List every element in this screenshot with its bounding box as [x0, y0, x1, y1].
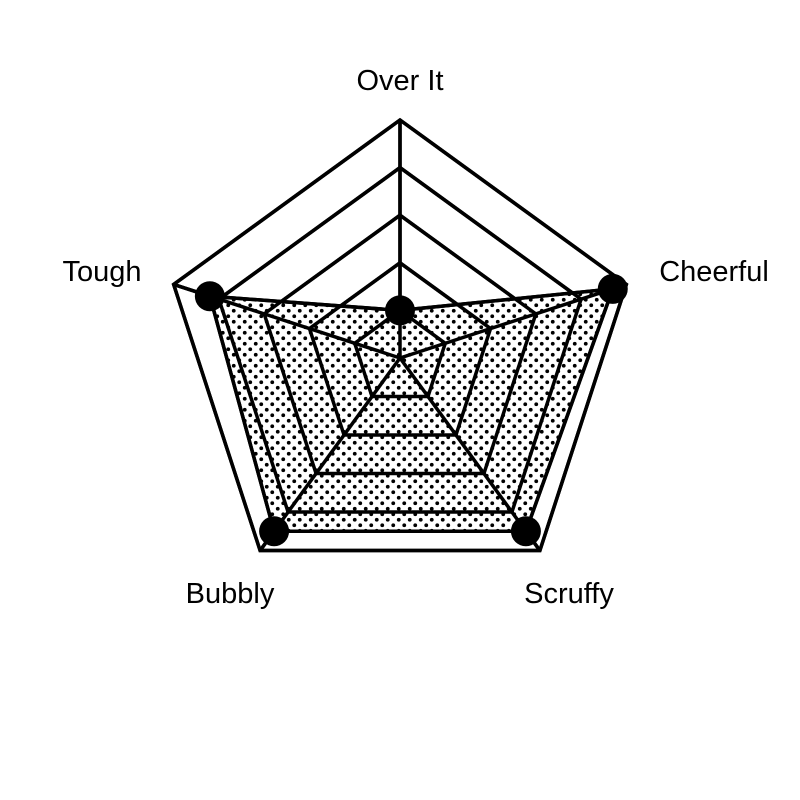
data-point-cheerful: [597, 273, 628, 304]
data-point-scruffy: [510, 516, 541, 547]
data-point-bubbly: [259, 516, 290, 547]
axis-label-cheerful: Cheerful: [659, 256, 769, 288]
grid-ring-overlay-4: [216, 165, 584, 514]
spoke-overlay-cheerful: [399, 282, 627, 360]
grid-ring-overlay-2: [307, 260, 493, 437]
spoke-overlay-scruffy: [398, 356, 542, 552]
axis-label-over-it: Over It: [356, 65, 443, 97]
grid-ring-overlay-5: [171, 117, 629, 553]
spoke-overlay-bubbly: [258, 356, 402, 552]
data-point-over-it: [385, 295, 415, 326]
series-outline: [207, 286, 616, 534]
grid-ring-overlay-1: [352, 308, 448, 399]
axis-label-scruffy: Scruffy: [524, 578, 614, 610]
data-point-tough: [194, 281, 225, 312]
series-area: [207, 286, 616, 534]
axis-label-bubbly: Bubbly: [186, 578, 275, 610]
axis-label-tough: Tough: [62, 256, 141, 288]
radar-series: [171, 117, 629, 553]
